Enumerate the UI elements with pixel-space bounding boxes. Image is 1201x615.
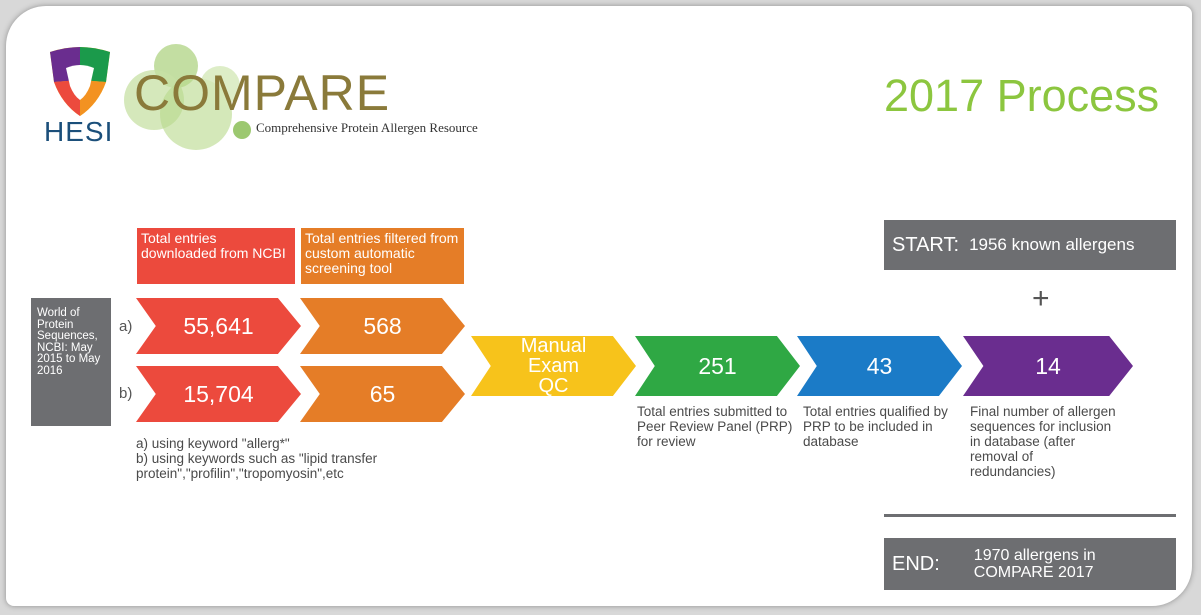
footnote-a: a) using keyword "allerg*" [136, 436, 290, 451]
page-title: 2017 Process [884, 70, 1160, 121]
compare-subtitle: Comprehensive Protein Allergen Resource [256, 120, 478, 135]
qualified-value: 43 [866, 352, 893, 379]
caption-qualified: Total entries qualified by PRP to be inc… [803, 404, 948, 449]
downloaded-b-arrow: 15,704 [136, 366, 301, 422]
compare-logo-text: COMPARE [134, 65, 391, 121]
header-filtered: Total entries filtered from custom autom… [301, 228, 464, 284]
compare-bubbles-icon [124, 44, 251, 150]
submitted-value: 251 [698, 352, 737, 379]
hesi-logo-text: HESI [44, 116, 114, 147]
start-box: START: 1956 known allergens [884, 220, 1176, 270]
manual-qc-label: Manual Exam QC [520, 335, 587, 397]
divider-line [884, 514, 1176, 517]
downloaded-a-value: 55,641 [183, 312, 254, 339]
manual-qc-arrow: Manual Exam QC [471, 336, 636, 396]
filtered-b-value: 65 [369, 380, 396, 407]
start-label: START: [892, 233, 960, 256]
header-downloaded: Total entries downloaded from NCBI [137, 228, 295, 284]
slide: HESI COMPARE Comprehensive Protein Aller… [6, 6, 1192, 606]
row-label-a: a) [119, 318, 133, 335]
start-text: 1956 known allergens [969, 235, 1135, 254]
submitted-arrow: 251 [635, 336, 800, 396]
filtered-a-value: 568 [363, 312, 402, 339]
filtered-a-arrow: 568 [300, 298, 465, 354]
end-label: END: [892, 552, 940, 575]
end-box: END: 1970 allergens in COMPARE 2017 [884, 538, 1176, 590]
footnote-b: b) using keywords such as "lipid transfe… [136, 451, 378, 481]
hesi-shield-icon [50, 47, 110, 116]
qualified-arrow: 43 [797, 336, 962, 396]
source-box: World of Protein Sequences, NCBI: May 20… [31, 298, 111, 426]
filtered-b-arrow: 65 [300, 366, 465, 422]
source-box-text: World of Protein Sequences, NCBI: May 20… [37, 307, 101, 377]
final-value: 14 [1035, 352, 1061, 379]
caption-final: Final number of allergen sequences for i… [970, 404, 1116, 479]
row-label-b: b) [119, 385, 133, 402]
end-text: 1970 allergens in COMPARE 2017 [973, 547, 1096, 581]
final-arrow: 14 [963, 336, 1133, 396]
downloaded-b-value: 15,704 [183, 380, 254, 407]
plus-sign: + [1032, 282, 1050, 315]
caption-submitted: Total entries submitted to Peer Review P… [637, 404, 793, 449]
downloaded-a-arrow: 55,641 [136, 298, 301, 354]
